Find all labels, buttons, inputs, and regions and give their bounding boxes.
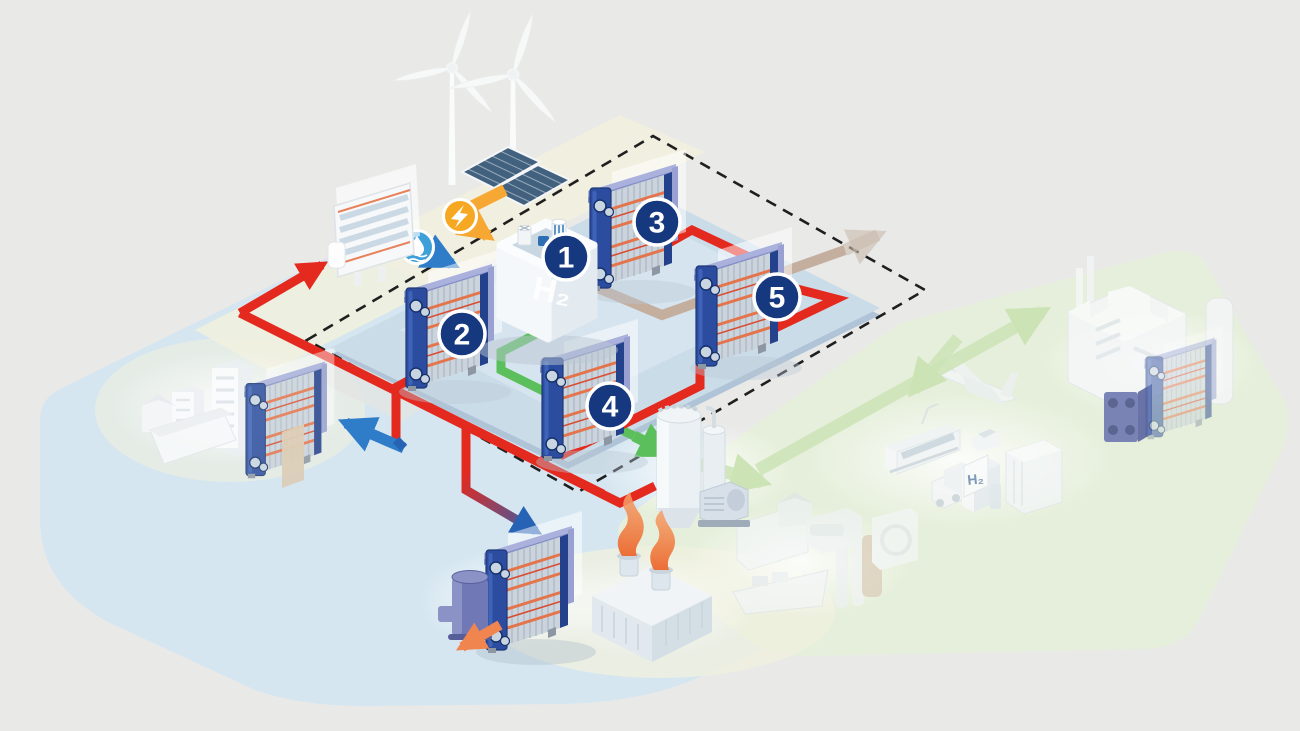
red-outer-run: [237, 308, 657, 509]
h2-export-arrow: [842, 229, 887, 265]
orange-arrow-out: [455, 620, 503, 652]
h2-station-label: H₂: [967, 470, 985, 488]
electrolyzer-stacks: [517, 218, 567, 246]
marker-1: 1: [541, 232, 591, 282]
flare-unit: [592, 492, 712, 662]
marker-4: 4: [585, 381, 635, 431]
marker-3-number: 3: [649, 207, 666, 240]
red-blue-arrow-down: [461, 426, 543, 535]
external-heat-exchanger: [327, 164, 420, 286]
pale-green-arrow-factory: [754, 306, 1052, 476]
lightning-icon: [442, 198, 478, 234]
marker-4-number: 4: [602, 391, 619, 424]
red-arrow-to-heat-exchanger: [237, 261, 329, 317]
marker-2: 2: [437, 309, 487, 359]
marker-1-number: 1: [558, 242, 575, 275]
flame-1: [617, 492, 644, 556]
marker-5-number: 5: [769, 282, 786, 315]
blue-arrow-city-elbow: [392, 436, 408, 452]
factory-area: [1067, 256, 1234, 442]
compressor-unit: [698, 481, 750, 527]
city-heat-exchanger: [242, 346, 336, 488]
h2-fuel-station: H₂: [962, 454, 1001, 512]
container-box: [1005, 439, 1063, 515]
marker-2-number: 2: [454, 319, 471, 352]
red-right-loop: [557, 224, 850, 461]
marker-5: 5: [752, 272, 802, 322]
factory-dark-heat-exchanger: [1104, 384, 1152, 442]
flame-2: [650, 510, 675, 570]
bottom-heat-exchanger: [438, 509, 596, 665]
pale-green-arrow-transport: [907, 334, 963, 398]
port-area: [732, 492, 918, 615]
city-buildings: [140, 360, 252, 465]
tram-illustration: [885, 403, 961, 475]
marker-3: 3: [632, 197, 682, 247]
car-illustration: [972, 429, 1000, 452]
silo-compressor: [656, 404, 750, 528]
transport-area: H₂: [885, 356, 1063, 515]
